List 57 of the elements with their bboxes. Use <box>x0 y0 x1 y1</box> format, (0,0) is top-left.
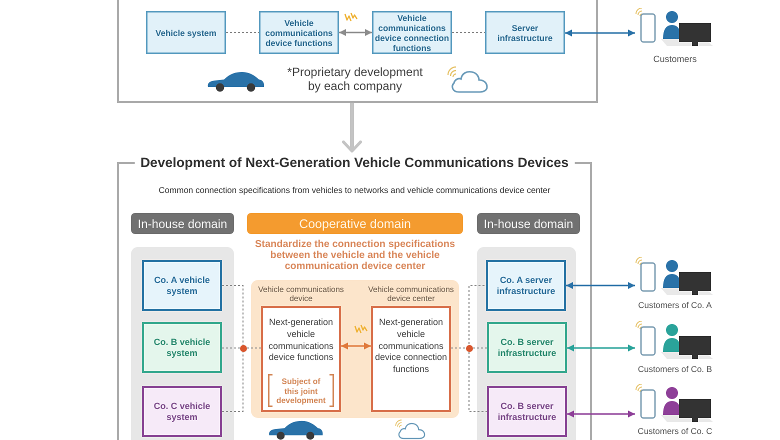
customer-label: Customers of Co. A <box>638 300 712 310</box>
header-label: In-house domain <box>138 216 228 230</box>
domain-header <box>247 213 463 234</box>
customer-illustration <box>635 8 715 48</box>
box-label: Server infrastructure <box>496 22 554 42</box>
double-arrow <box>341 342 371 350</box>
header-label: Cooperative domain <box>299 216 411 230</box>
system-box <box>142 260 222 311</box>
customer-illustration <box>635 257 715 297</box>
box-label: Next-generation vehicle communications device functions <box>267 317 335 364</box>
box-label: Co. B vehicle system <box>152 336 212 358</box>
bracket-note: Subject of this joint development <box>275 377 327 406</box>
box-label: Vehicle system <box>156 28 216 38</box>
customer-label: Customers of Co. B <box>638 364 712 374</box>
function-box <box>261 306 341 412</box>
customer-label: Customers of Co. C <box>638 426 712 436</box>
box-label: Next-generation vehicle communications device connection functions <box>374 317 448 376</box>
dotted-connector <box>226 32 259 34</box>
double-arrow <box>567 344 635 352</box>
box-heading: Vehicle communications device center <box>367 285 455 303</box>
system-box <box>485 11 565 54</box>
double-arrow <box>566 282 635 289</box>
domain-column <box>477 247 576 440</box>
system-box <box>259 11 339 54</box>
header-label: In-house domain <box>484 216 574 230</box>
system-box <box>487 322 567 373</box>
system-box <box>142 386 222 437</box>
customer-label: Customers <box>653 54 697 64</box>
box-heading: Vehicle communications device <box>257 285 345 303</box>
box-label: Co. B server infrastructure <box>496 336 558 358</box>
dotted-connector <box>222 284 244 348</box>
system-box <box>142 322 222 373</box>
function-box <box>371 306 451 412</box>
box-label: Co. C vehicle system <box>152 400 212 422</box>
box-label: Vehicle communications device connection functions <box>374 12 450 52</box>
heading-text: Standardize the connection specifications between the vehicle and the vehicle communication device center <box>254 239 456 272</box>
subtitle: Common connection specifications from vehicles to networks and vehicle communications device center <box>158 185 550 196</box>
domain-header <box>131 213 234 234</box>
dotted-connector <box>452 32 485 34</box>
arrow <box>342 103 362 152</box>
double-arrow <box>565 30 635 36</box>
box-label: Co. B server infrastructure <box>496 400 558 422</box>
customer-illustration <box>635 321 715 361</box>
box-label: Co. A vehicle system <box>153 274 211 296</box>
cooperative-panel <box>251 280 459 418</box>
double-arrow <box>567 410 635 418</box>
system-box <box>487 386 567 437</box>
domain-column <box>131 247 234 440</box>
note-text: *Proprietary development by each company <box>286 65 424 93</box>
box-label: Vehicle communications device functions <box>264 18 334 48</box>
double-arrow <box>339 29 372 36</box>
customer-illustration <box>635 384 715 424</box>
system-box <box>486 260 566 311</box>
domain-header <box>477 213 580 234</box>
section-panel <box>117 0 598 103</box>
system-box <box>146 11 226 54</box>
box-label: Co. A server infrastructure <box>496 274 556 296</box>
